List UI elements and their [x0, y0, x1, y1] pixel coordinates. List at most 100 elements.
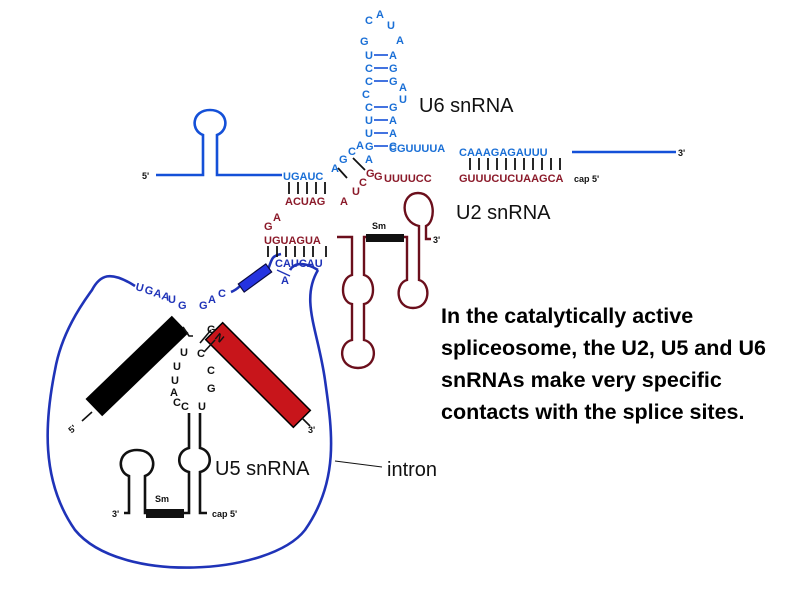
exon1-nt: U: [134, 281, 145, 295]
u2-hinge-nt: U: [352, 186, 360, 198]
intron-5prime-link: [230, 285, 241, 294]
u5-cap: cap 5': [212, 509, 237, 519]
u6-5prime-end: 5': [142, 171, 149, 181]
u6-stem-right-nt: G: [389, 63, 398, 75]
u6-stem-left-nt: C: [365, 63, 373, 75]
intron-nt: G: [199, 300, 208, 312]
u2-seg-a: UUUUCC: [384, 173, 432, 185]
u6-stem-left-nt: C: [365, 76, 373, 88]
u6-bulge-nt: A: [399, 82, 407, 94]
exon2-nt: G: [207, 324, 216, 336]
u6-label: U6 snRNA: [419, 95, 514, 117]
u5-sm-label: Sm: [155, 494, 169, 504]
u5-loop-left-nt: C: [173, 397, 181, 409]
u2-stem-2: [397, 191, 434, 310]
u2-branch-loop-nt: A: [273, 212, 281, 224]
u6-stem-left-nt: C: [365, 102, 373, 114]
intron-nt: A: [208, 294, 216, 306]
exon1-nt: A: [152, 287, 163, 301]
u6-loop-nt: C: [365, 15, 373, 27]
u5-stem: [177, 413, 191, 515]
u2-sm-label: Sm: [372, 221, 386, 231]
u6-stem-right-nt: A: [389, 50, 397, 62]
u6-3prime-seg-b: CAAAGAGAUUU: [459, 147, 548, 159]
u6-stem-left-nt: U: [365, 50, 373, 62]
u5-loop-right-nt: G: [207, 383, 216, 395]
exon1-tail: [81, 411, 93, 422]
u6-3prime-seg-a: CGUUUUA: [389, 143, 445, 155]
exon1-nt: G: [143, 284, 154, 298]
u5-hairpin: [119, 448, 155, 515]
u2-hinge-nt: C: [359, 177, 367, 189]
caption: In the catalytically active spliceosome,…: [441, 304, 766, 424]
u5-loop-right-nt: C: [207, 365, 215, 377]
u6-hinge-nt: A: [331, 163, 339, 175]
u6-loop-nt: U: [387, 20, 395, 32]
intron-loop: [46, 269, 333, 569]
branch-point-a: A: [281, 275, 289, 287]
intron-label: intron: [387, 459, 437, 481]
u2-hinge-nt: G: [366, 168, 375, 180]
u6-u2-pairs: [288, 157, 561, 194]
u6-stem-left-nt: A: [365, 154, 373, 166]
u6-3prime-end: 3': [678, 148, 685, 158]
exon1-nt: A: [160, 290, 171, 304]
u2-branch-pair: ACUAG: [285, 196, 325, 208]
u6-core: UGAUC A G C A CGUUUUA CAAAGAGAUUU: [283, 140, 548, 183]
exon1-nt: G: [178, 300, 187, 312]
branch-site: CAUCAU A: [275, 258, 323, 287]
u2-sm-box: [366, 234, 404, 242]
u6-stem-left-nt: C: [362, 89, 370, 101]
intron-nt: C: [218, 288, 226, 300]
splice-site-nts: U G A A U G G A C: [134, 281, 226, 312]
exon1-nt: U: [168, 294, 176, 306]
u6-stem-pairs: [374, 54, 388, 147]
u5-sm-box: [146, 509, 184, 518]
u5-label: U5 snRNA: [215, 458, 310, 480]
u5-loop-right-nt: U: [198, 401, 206, 413]
u6-stem-loop: C A U A G U C C C C U U G A A G G A U G …: [360, 9, 407, 166]
u6-stem-left-nt: U: [365, 115, 373, 127]
exon1-box: [85, 315, 189, 417]
u5-loop-left-nt: U: [180, 347, 188, 359]
u5-3prime-end: 3': [112, 509, 119, 519]
u5-loop-left-nt: U: [173, 361, 181, 373]
branch-link: [288, 262, 319, 272]
u6-hinge-nt: C: [348, 146, 356, 158]
u5-contacts: [182, 326, 216, 353]
u6-5prime-seg: UGAUC: [283, 171, 323, 183]
u2-stem-loops: [337, 191, 434, 370]
intron-leader-line: [334, 460, 383, 468]
u6-loop-nt: A: [396, 35, 404, 47]
u5-loop-left-nt: U: [171, 375, 179, 387]
u6-stem-left-nt: U: [365, 128, 373, 140]
u6-stem-left-nt: G: [365, 141, 374, 153]
exon2-tail: [301, 417, 311, 427]
u2-cap: cap 5': [574, 174, 599, 184]
u2-label: U2 snRNA: [456, 202, 551, 224]
u2-3prime-end: 3': [433, 235, 440, 245]
u6-stem-right-nt: A: [389, 128, 397, 140]
u6-stem-left-nt: G: [360, 36, 369, 48]
exon2-3prime-end: 3': [308, 425, 315, 435]
u6-5prime-line: [156, 108, 282, 177]
u2-seg-b: GUUUCUCUAAGCA: [459, 173, 564, 185]
u5-loop-right-nt: C: [197, 348, 205, 360]
u5-loop: U U U A C C C C G U: [170, 347, 216, 413]
u2-branch-site-pair: UGUAGUA: [264, 235, 321, 247]
u6-loop-nt: A: [376, 9, 384, 21]
u5-strands: [119, 413, 212, 515]
u6-stem-right-nt: A: [389, 115, 397, 127]
u2-extra-a: A: [340, 196, 348, 208]
u2-branch-loop-nt: G: [264, 221, 273, 233]
u2-stem-1: [337, 235, 375, 370]
u6-hinge-nt: G: [339, 154, 348, 166]
u6-strands: [156, 108, 676, 177]
u5-loop-left-nt: A: [170, 387, 178, 399]
u6-stem-right-nt: G: [389, 76, 398, 88]
u5-loop-left-nt: C: [181, 401, 189, 413]
u6-stem-right-nt: G: [389, 102, 398, 114]
intron-helix-cylinder: [237, 263, 273, 293]
u5-stem-right: [198, 413, 212, 515]
